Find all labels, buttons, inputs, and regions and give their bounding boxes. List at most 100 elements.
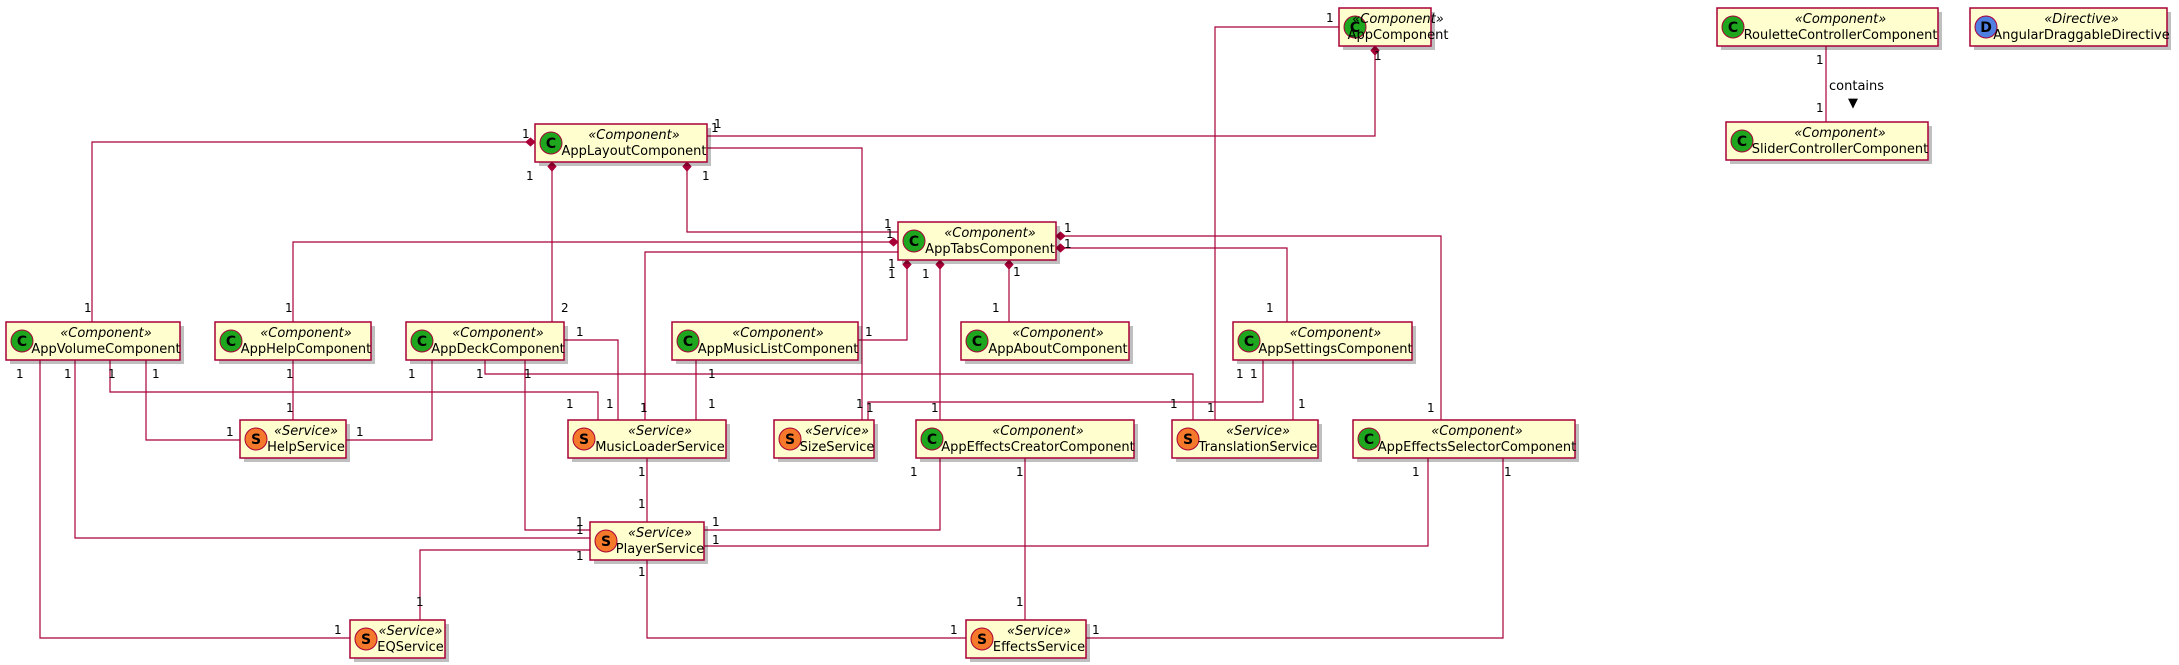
badge-letter: C [1244, 334, 1254, 350]
edge-app-to-translation [1214, 26, 1339, 420]
multiplicity-from: 1 [576, 549, 584, 563]
node-name: HelpService [267, 440, 345, 455]
node-tabs[interactable]: C«Component»AppTabsComponent [897, 221, 1060, 264]
node-effcreator[interactable]: C «Component»AppEffectsCreatorComponent [915, 419, 1138, 462]
multiplicity-to: 1 [1816, 101, 1824, 115]
multiplicity-from: 1 [524, 367, 532, 381]
node-box [1969, 7, 2168, 47]
node-deck[interactable]: C«Component»AppDeckComponent [405, 321, 568, 364]
composition-diamond [1370, 45, 1380, 56]
node-settings[interactable]: C«Component»AppSettingsComponent [1232, 321, 1416, 364]
badge-letter: S [977, 632, 987, 648]
node-layout[interactable]: C«Component»AppLayoutComponent [534, 123, 711, 166]
multiplicity-from: 1 [152, 367, 160, 381]
badge-letter: C [226, 334, 236, 350]
node-box [671, 321, 859, 361]
node-box [1232, 321, 1413, 361]
badge-letter: C [17, 334, 27, 350]
multiplicity-from: 1 [1064, 237, 1072, 251]
node-box [5, 321, 181, 361]
node-name: EQService [377, 640, 444, 655]
edge-deck-to-player [524, 360, 590, 531]
node-player[interactable]: S«Service»PlayerService [589, 521, 708, 564]
node-name: AppMusicListComponent [698, 342, 859, 357]
node-stereotype: «Component» [992, 424, 1084, 439]
multiplicity-from: 1 [476, 367, 484, 381]
multiplicity-to: 1 [1266, 301, 1274, 315]
component-badge-icon [965, 329, 989, 353]
multiplicity-to: 2 [561, 301, 569, 315]
edge-tabs-to-settings [1056, 247, 1288, 322]
multiplicity-to: 1 [992, 301, 1000, 315]
node-stereotype: «Component» [60, 326, 152, 341]
multiplicity-from: 1 [711, 121, 719, 135]
component-badge-icon [1357, 427, 1381, 451]
node-name: AppComponent [1348, 28, 1449, 43]
badge-letter: C [1350, 20, 1360, 36]
node-help[interactable]: C«Component»AppHelpComponent [214, 321, 375, 364]
service-badge-icon [1176, 427, 1200, 451]
composition-diamond [547, 161, 557, 172]
badge-letter: S [251, 432, 261, 448]
node-stereotype: «Service» [1226, 424, 1290, 439]
multiplicity-from: 1 [1504, 465, 1512, 479]
service-badge-icon [572, 427, 596, 451]
multiplicity-from: 1 [576, 325, 584, 339]
node-draggable[interactable]: D«Directive»AngularDraggableDirective [1969, 7, 2171, 50]
node-effects[interactable]: S«Service»EffectsService [965, 619, 1090, 662]
edge-tabs-to-effselector [1056, 235, 1442, 420]
edge-label: contains [1829, 79, 1884, 94]
node-eq[interactable]: S«Service»EQService [349, 619, 449, 662]
multiplicity-from: 1 [708, 367, 716, 381]
node-name: AppEffectsCreatorComponent [941, 440, 1135, 455]
node-name: AppLayoutComponent [561, 144, 706, 159]
node-volume[interactable]: C«Component»AppVolumeComponent [5, 321, 184, 364]
badge-letter: C [1737, 134, 1747, 150]
edge-tabs-to-musicloader [644, 251, 898, 420]
badge-letter: S [579, 432, 589, 448]
node-name: AppDeckComponent [431, 342, 565, 357]
node-app[interactable]: C«Component»AppComponent [1338, 7, 1449, 50]
multiplicity-from: 1 [886, 227, 894, 241]
node-box [1352, 419, 1576, 459]
node-name: RouletteControllerComponent [1744, 28, 1938, 43]
node-about[interactable]: C«Component»AppAboutComponent [960, 321, 1133, 364]
badge-letter: S [601, 534, 611, 550]
node-musicloader[interactable]: S«Service»MusicLoaderService [567, 419, 730, 462]
node-name: MusicLoaderService [595, 440, 725, 455]
edge-tabs-to-musiclist [858, 260, 908, 341]
node-helpsvc[interactable]: S«Service»HelpService [239, 419, 350, 462]
multiplicity-to: 1 [285, 301, 293, 315]
node-roulette[interactable]: C«Component»RouletteControllerComponent [1716, 7, 1942, 50]
node-stereotype: «Component» [1795, 12, 1887, 27]
node-stereotype: «Service» [628, 526, 692, 541]
multiplicity-to: 1 [226, 425, 234, 439]
multiplicity-from: 1 [1236, 367, 1244, 381]
component-badge-icon [1730, 129, 1754, 153]
badge-letter: C [927, 432, 937, 448]
badge-letter: S [1183, 432, 1193, 448]
multiplicity-to: 1 [1016, 595, 1024, 609]
node-translation[interactable]: S«Service»TranslationService [1171, 419, 1322, 462]
composition-diamond [888, 237, 899, 247]
node-stereotype: «Component» [260, 326, 352, 341]
node-stereotype: «Component» [944, 226, 1036, 241]
multiplicity-from: 1 [1374, 49, 1382, 63]
edge-direction-arrow: ▼ [1848, 96, 1858, 111]
service-badge-icon [970, 627, 994, 651]
multiplicity-from: 1 [1816, 53, 1824, 67]
node-stereotype: «Service» [378, 624, 442, 639]
node-sizesvc[interactable]: S«Service»SizeService [773, 419, 878, 462]
directive-badge-icon [1974, 15, 1998, 39]
node-box [214, 321, 372, 361]
multiplicity-from: 1 [1250, 367, 1258, 381]
composition-diamond [525, 137, 536, 147]
node-slider[interactable]: C«Component»SliderControllerComponent [1725, 121, 1932, 164]
multiplicity-to: 1 [865, 325, 873, 339]
node-effselector[interactable]: C«Component»AppEffectsSelectorComponent [1352, 419, 1579, 462]
component-badge-icon [902, 229, 926, 253]
multiplicity-to: 1 [286, 401, 294, 415]
multiplicity-from: 1 [1412, 465, 1420, 479]
multiplicity-to: 1 [606, 397, 614, 411]
node-musiclist[interactable]: C«Component»AppMusicListComponent [671, 321, 862, 364]
